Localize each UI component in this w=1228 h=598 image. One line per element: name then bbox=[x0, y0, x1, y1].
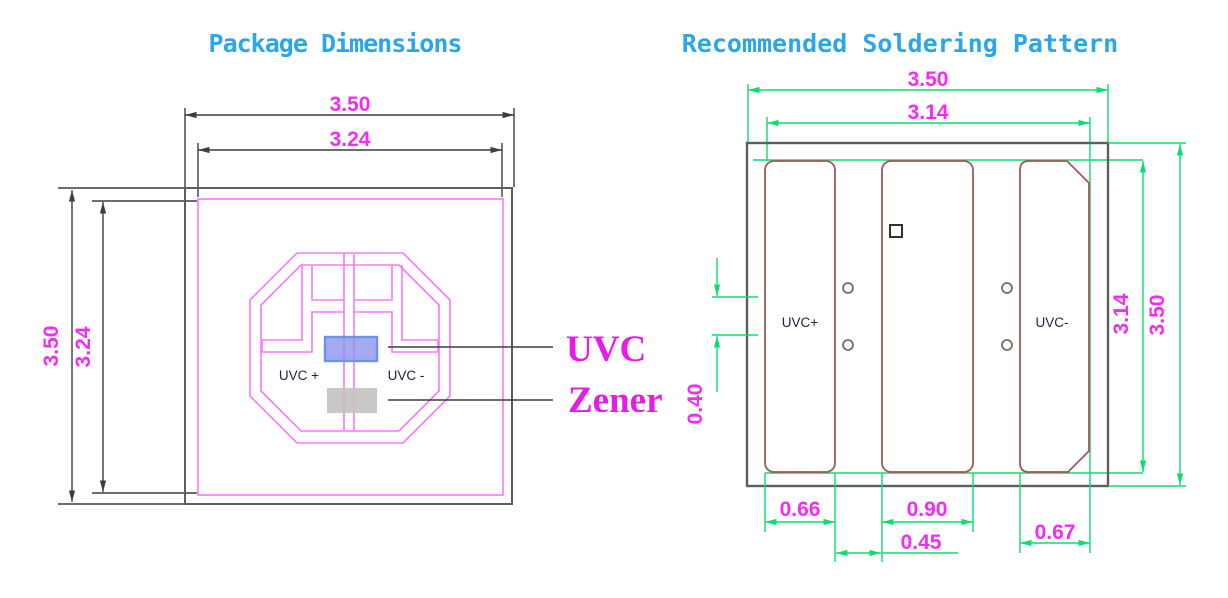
dim-value: 0.45 bbox=[901, 531, 942, 554]
dim-value: 3.50 bbox=[908, 68, 949, 91]
dim-anode-pad-width: 0.66 bbox=[765, 498, 835, 526]
extension-lines bbox=[747, 84, 1109, 142]
dim-value: 3.50 bbox=[40, 326, 63, 367]
dim-value: 3.24 bbox=[330, 128, 371, 151]
left-slit bbox=[261, 265, 344, 353]
right-dim-width-outer: 3.50 bbox=[747, 68, 1109, 142]
right-dim-height-pads: 3.14 bbox=[1110, 161, 1147, 472]
left-dim-height-outer: 3.50 bbox=[40, 187, 186, 505]
package-outline bbox=[184, 187, 513, 505]
alignment-hole bbox=[1001, 339, 1013, 351]
anode-label: UVC + bbox=[279, 368, 319, 383]
anode-pad-label: UVC+ bbox=[782, 315, 819, 330]
right-slit bbox=[354, 265, 439, 353]
pad-span-extension-lines bbox=[753, 159, 1143, 474]
dim-pad-gap: 0.45 bbox=[836, 531, 958, 557]
thermal-pad bbox=[881, 160, 974, 473]
package-dimensions-drawing: Package Dimensions 3.50 3.24 3.50 3.24 bbox=[40, 29, 663, 505]
dim-value: 3.50 bbox=[330, 93, 371, 116]
left-drawing-title: Package Dimensions bbox=[209, 29, 462, 58]
dim-value: 3.14 bbox=[908, 101, 949, 124]
anode-pad bbox=[764, 160, 836, 473]
extension-lines bbox=[1108, 142, 1186, 487]
dim-value: 3.24 bbox=[72, 326, 95, 367]
left-dim-height-inner: 3.24 bbox=[72, 200, 197, 494]
solder-pads bbox=[764, 160, 1090, 473]
dim-value: 3.50 bbox=[1146, 295, 1169, 336]
zener-die bbox=[327, 388, 377, 413]
left-dim-width-inner: 3.24 bbox=[197, 128, 503, 197]
cathode-label: UVC - bbox=[388, 368, 425, 383]
octagon-inner-ring bbox=[260, 264, 440, 432]
dim-hole-offset: 0.40 bbox=[684, 258, 758, 424]
cathode-pad-label: UVC- bbox=[1036, 315, 1069, 330]
right-dim-width-pads: 3.14 bbox=[766, 101, 1091, 473]
bottom-extension-lines bbox=[764, 473, 1091, 562]
dim-cathode-pad-width: 0.67 bbox=[1020, 521, 1090, 547]
extension-lines bbox=[92, 200, 197, 494]
alignment-hole bbox=[842, 339, 854, 351]
uvc-die bbox=[323, 335, 379, 363]
dim-value: 0.67 bbox=[1035, 521, 1076, 544]
dim-value: 0.66 bbox=[780, 498, 821, 521]
extension-lines bbox=[58, 187, 186, 505]
dim-value: 3.14 bbox=[1110, 293, 1133, 334]
dim-value: 0.90 bbox=[907, 498, 948, 521]
cathode-pad bbox=[1019, 160, 1090, 473]
pcb-outline bbox=[745, 141, 1110, 488]
uvc-callout: UVC bbox=[566, 329, 646, 370]
right-dim-height-outer: 3.50 bbox=[1108, 142, 1186, 487]
fiducial-square bbox=[889, 224, 903, 238]
soldering-pattern-drawing: Recommended Soldering Pattern 3.50 3.14 bbox=[682, 29, 1186, 562]
dim-thermal-pad-width: 0.90 bbox=[882, 498, 973, 526]
right-drawing-title: Recommended Soldering Pattern bbox=[682, 29, 1119, 58]
extension-lines bbox=[766, 117, 1091, 473]
octagon-outer-ring bbox=[249, 252, 451, 444]
left-dim-width-outer: 3.50 bbox=[184, 93, 515, 187]
dim-value: 0.40 bbox=[684, 384, 707, 425]
extension-lines bbox=[712, 296, 758, 336]
extension-lines bbox=[184, 108, 515, 187]
alignment-hole bbox=[1001, 282, 1013, 294]
zener-callout: Zener bbox=[568, 380, 663, 421]
alignment-hole bbox=[842, 282, 854, 294]
